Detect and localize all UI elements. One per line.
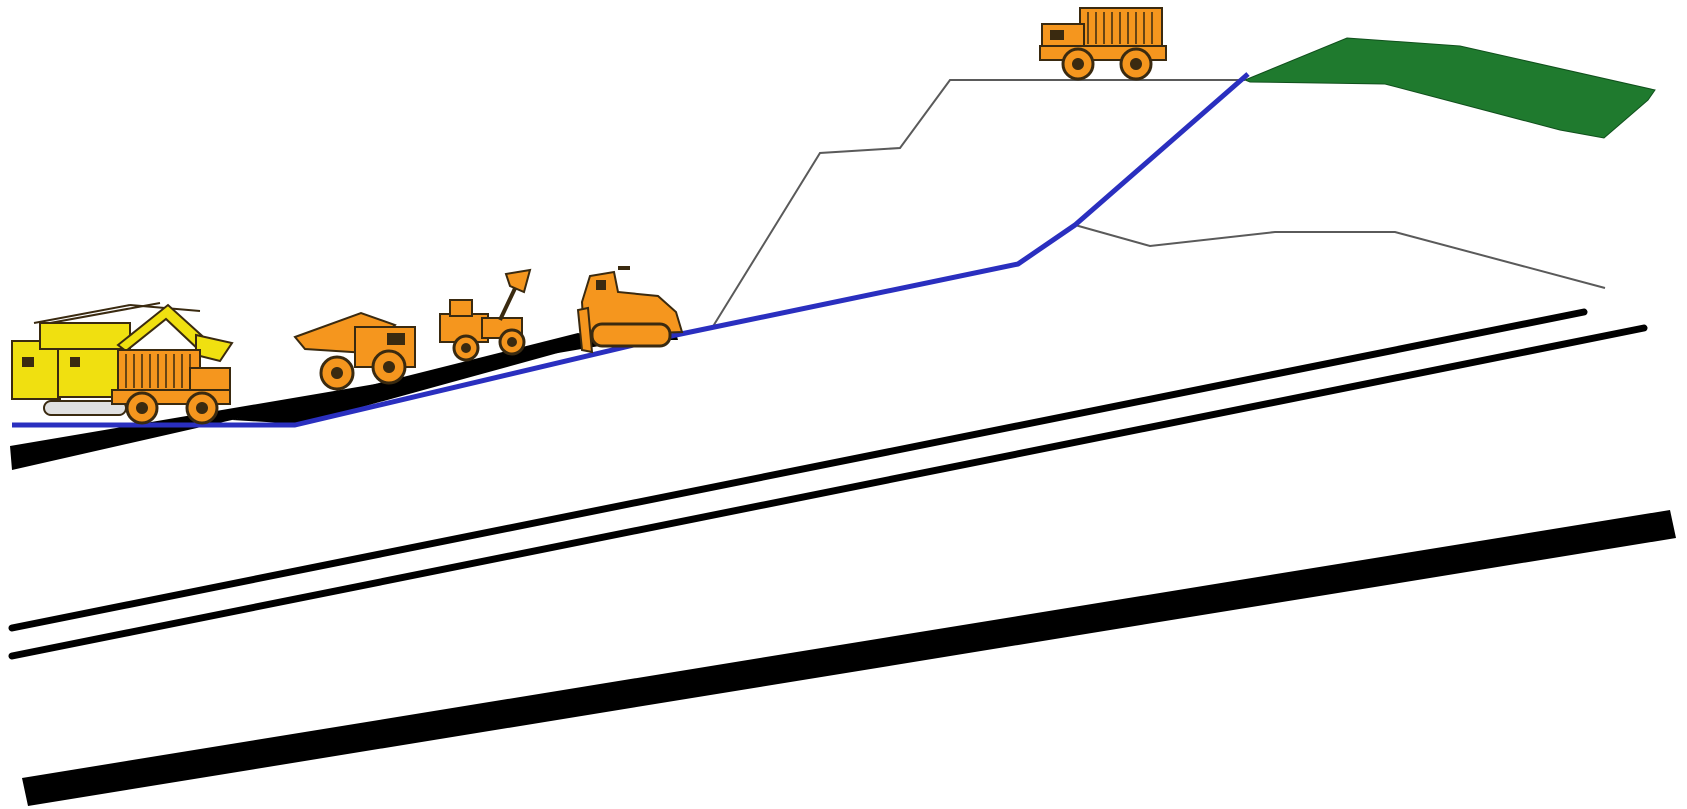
bulldozer-icon	[576, 266, 684, 354]
pit-floor-line	[12, 72, 1250, 428]
exposed-coal-wedge	[232, 333, 605, 424]
dump-truck-icon	[293, 311, 416, 391]
reclaimed-topsoil	[1243, 37, 1656, 139]
spoil-pile-outline	[711, 79, 1245, 329]
coal-seam-middle-lower	[8, 324, 1648, 660]
coal-seam-middle-upper	[8, 308, 1588, 632]
haul-truck-on-spoil-icon	[1039, 7, 1167, 81]
coal-seam-lower	[22, 510, 1676, 806]
wheel-loader-icon	[439, 268, 532, 362]
haul-truck-icon	[111, 349, 231, 425]
shovel-icon	[11, 302, 234, 416]
spoil-lower-outline	[1074, 224, 1606, 289]
